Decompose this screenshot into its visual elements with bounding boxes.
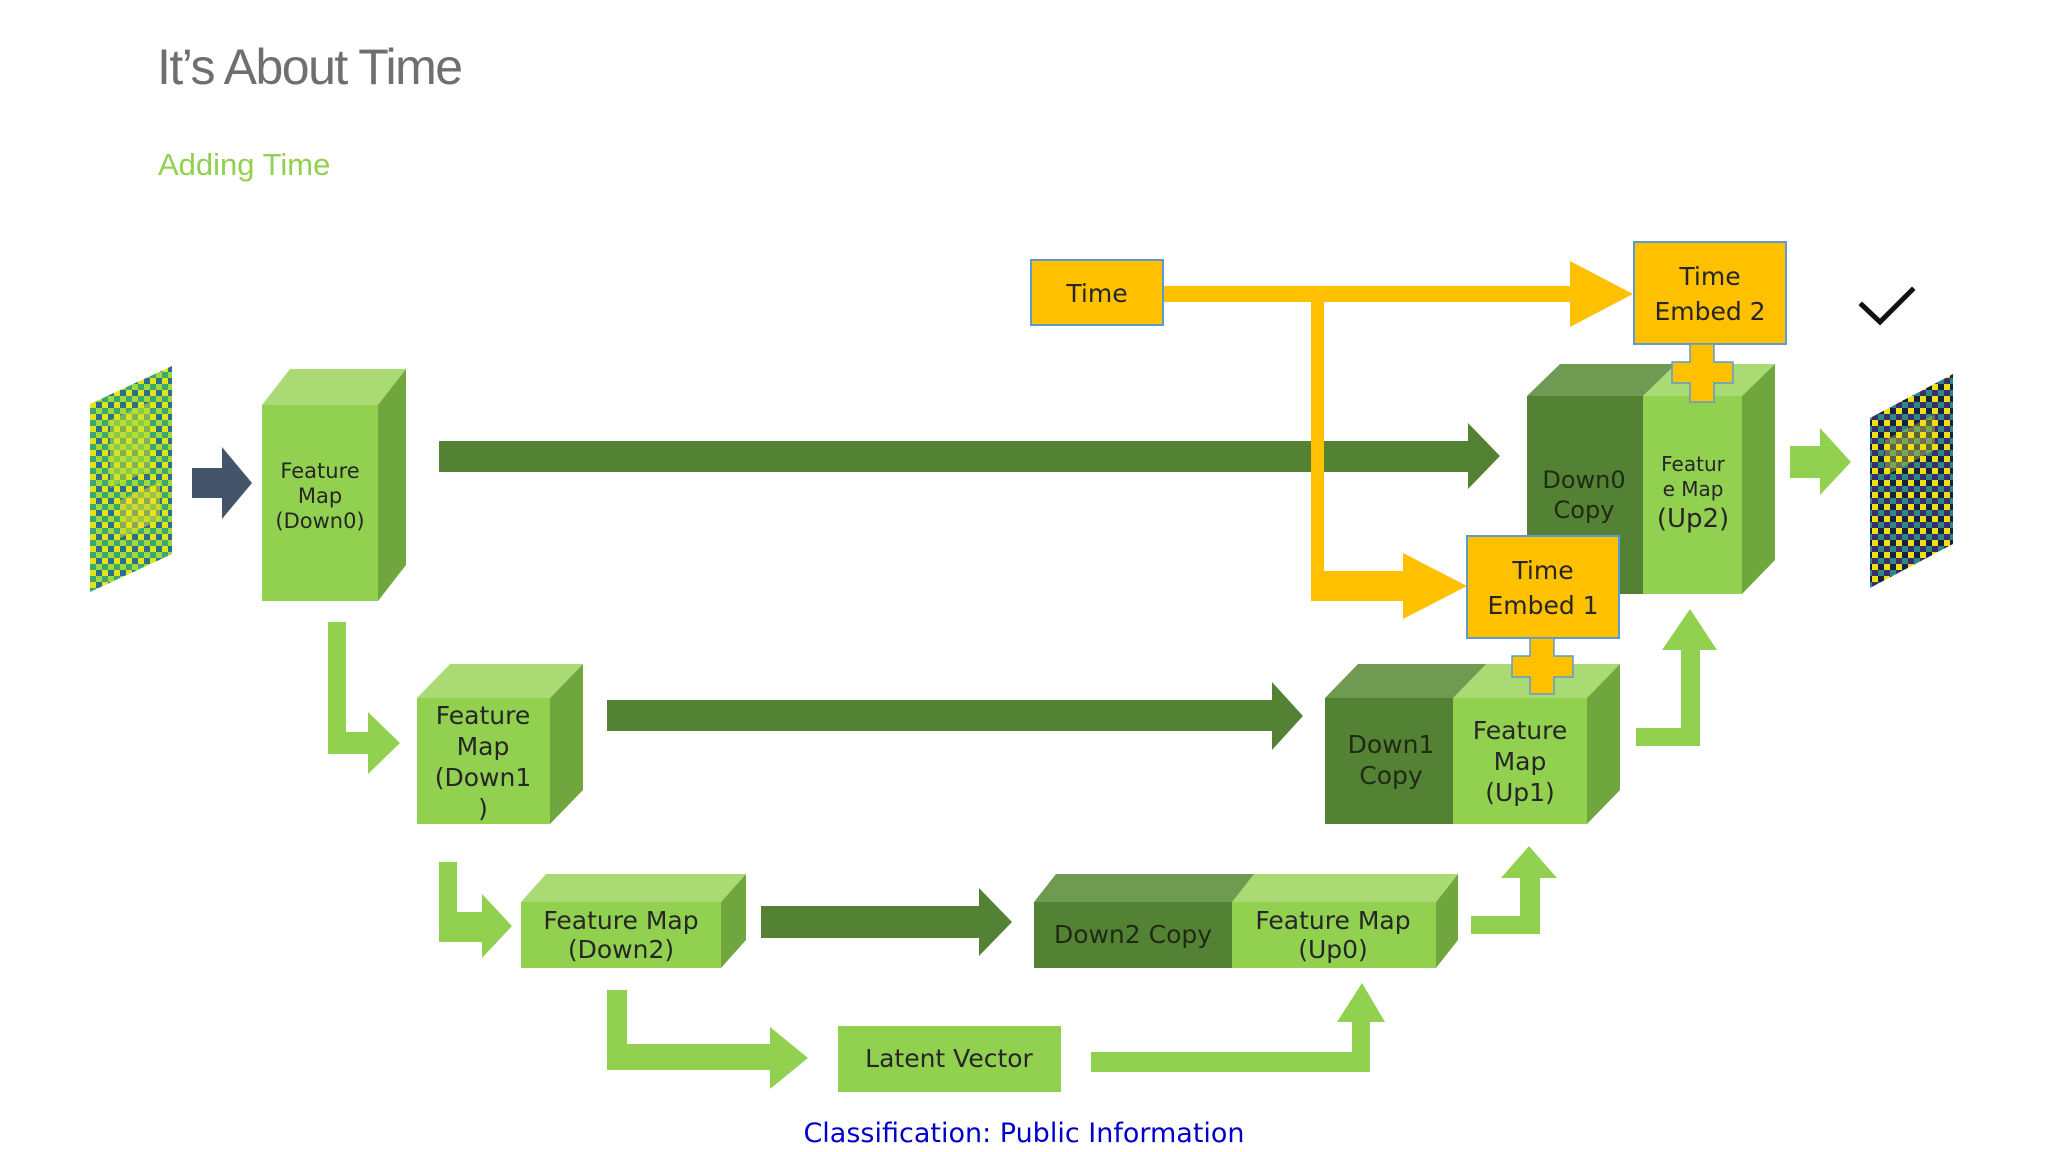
plus-icon-embed2: [1671, 343, 1734, 403]
down1-label-3: (Down1: [435, 763, 532, 792]
time-embed-1: Time Embed 1: [1466, 535, 1620, 639]
classification-label: Classification: Public Information: [803, 1118, 1245, 1149]
down2-copy-label: Down2 Copy: [1054, 920, 1212, 949]
up2-label-1: Featur: [1661, 452, 1725, 476]
up-arrow-up1-up2: [1636, 609, 1717, 746]
feature-map-down2: Feature Map (Down2): [521, 874, 746, 968]
down1-label-1: Feature: [436, 701, 530, 730]
down1-copy-up1: Down1 Copy Feature Map (Up1): [1325, 664, 1620, 824]
time-arrow-to-embed1: [1311, 553, 1467, 619]
feature-map-down1: Feature Map (Down1 ): [417, 664, 583, 824]
down1-label-4: ): [478, 794, 488, 823]
time-arrow-to-embed2: [1164, 261, 1633, 327]
skip-arrow-down1: [607, 682, 1303, 750]
down2-label-2: (Down2): [568, 935, 674, 964]
down2-label-1: Feature Map: [543, 906, 698, 935]
down-arrow-0-1: [328, 622, 400, 774]
down-arrow-2-latent: [607, 990, 808, 1089]
time-embed-2: Time Embed 2: [1633, 241, 1787, 345]
latent-vector: Latent Vector: [838, 1026, 1061, 1092]
down2-copy-up0: Down2 Copy Feature Map (Up0): [1034, 874, 1458, 968]
slide-subtitle: Adding Time: [158, 147, 331, 182]
up2-label-2: e Map: [1663, 477, 1724, 501]
checkmark-icon: [1858, 286, 1916, 326]
time-embed-1-label-1: Time: [1511, 556, 1573, 585]
time-embed-2-label-2: Embed 2: [1654, 297, 1765, 326]
down1-copy-label-1: Down1: [1348, 730, 1435, 759]
skip-arrow-down0: [439, 423, 1500, 489]
output-image: [1870, 374, 1953, 588]
up-arrow-latent-up0: [1091, 983, 1385, 1072]
down0-label-1: Feature: [280, 459, 359, 483]
plus-icon-embed1: [1511, 637, 1574, 695]
time-node: Time: [1030, 259, 1164, 326]
up1-label-2: Map: [1494, 747, 1547, 776]
up2-label-3: (Up2): [1657, 504, 1729, 534]
down-arrow-1-2: [439, 862, 512, 958]
output-arrow: [1790, 428, 1851, 495]
down1-copy-label-2: Copy: [1359, 761, 1423, 790]
input-noise-image: [90, 366, 172, 592]
up0-label-2: (Up0): [1298, 935, 1368, 964]
down1-label-2: Map: [457, 732, 510, 761]
down0-copy-label-2: Copy: [1554, 496, 1615, 524]
time-vertical-line: [1311, 294, 1324, 576]
up-arrow-up0-up1: [1471, 846, 1557, 934]
slide-title: It’s About Time: [157, 39, 463, 95]
time-label: Time: [1065, 279, 1127, 308]
time-embed-1-label-2: Embed 1: [1487, 591, 1598, 620]
feature-map-down0: Feature Map (Down0): [262, 369, 406, 601]
up1-label-1: Feature: [1473, 716, 1567, 745]
time-embed-2-label-1: Time: [1678, 262, 1740, 291]
skip-arrow-down2: [761, 888, 1012, 956]
input-arrow: [192, 447, 252, 519]
up0-label-1: Feature Map: [1255, 906, 1410, 935]
latent-label: Latent Vector: [865, 1044, 1033, 1073]
down0-label-2: Map: [298, 484, 342, 508]
up1-label-3: (Up1): [1485, 778, 1555, 807]
down0-copy-label-1: Down0: [1542, 466, 1625, 494]
down0-label-3: (Down0): [275, 509, 364, 533]
